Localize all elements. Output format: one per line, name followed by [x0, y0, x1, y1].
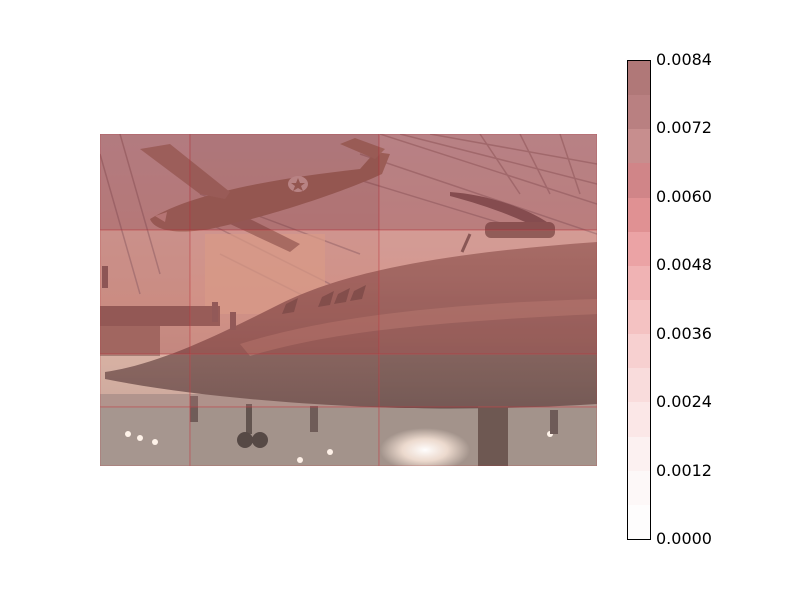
colorbar-level — [628, 470, 650, 505]
heatmap-cell — [100, 229, 191, 355]
heatmap-cell — [189, 353, 380, 408]
heatmap-cell — [189, 134, 380, 231]
cockpit-windows — [282, 285, 366, 314]
colorbar-tick-label: 0.0060 — [656, 186, 712, 206]
heatmap-cell — [100, 353, 191, 408]
fuselage-highlight — [240, 299, 597, 356]
colorbar-level — [628, 128, 650, 164]
colorbar-level — [628, 367, 650, 403]
colorbar — [627, 60, 651, 540]
heatmap-cell — [189, 229, 380, 355]
landing-gear — [237, 404, 508, 466]
colorbar-tick-label: 0.0000 — [656, 529, 712, 548]
colorbar-tick-label: 0.0048 — [656, 255, 712, 275]
colorbar-tick-label: 0.0072 — [656, 118, 712, 138]
colorbar-level — [628, 61, 650, 96]
heatmap-cell — [378, 229, 597, 355]
colorbar-level — [628, 197, 650, 232]
viewing-platform — [100, 306, 220, 326]
platform-support — [100, 326, 160, 356]
heatmap-top-tint — [100, 134, 597, 230]
colorbar-level — [628, 436, 650, 471]
colorbar-level — [628, 504, 650, 539]
heatmap-cell — [189, 406, 380, 466]
colorbar-level — [628, 333, 650, 369]
heatmap-overlay — [100, 134, 597, 466]
photo-drawing — [100, 134, 597, 466]
heatmap-mid-tint — [100, 230, 597, 354]
heatmap-cell — [378, 353, 597, 408]
colorbar-tick-label: 0.0012 — [656, 460, 712, 480]
colorbar-level — [628, 299, 650, 335]
visitors — [102, 266, 558, 434]
colorbar-level — [628, 401, 650, 437]
colorbar-tick-label: 0.0036 — [656, 323, 712, 343]
colorbar-level — [628, 94, 650, 130]
colorbar-level — [628, 231, 650, 266]
heatmap-cell — [378, 134, 597, 231]
colorbar-tick-label: 0.0024 — [656, 392, 712, 412]
colorbar-level — [628, 265, 650, 300]
colorbar-level — [628, 162, 650, 198]
aircraft-museum-photo — [100, 134, 597, 466]
colorbar-tick-label: 0.0084 — [656, 50, 712, 69]
floor-glare — [380, 428, 470, 466]
heatmap-cell — [100, 406, 191, 466]
heatmap-cell — [378, 406, 597, 466]
